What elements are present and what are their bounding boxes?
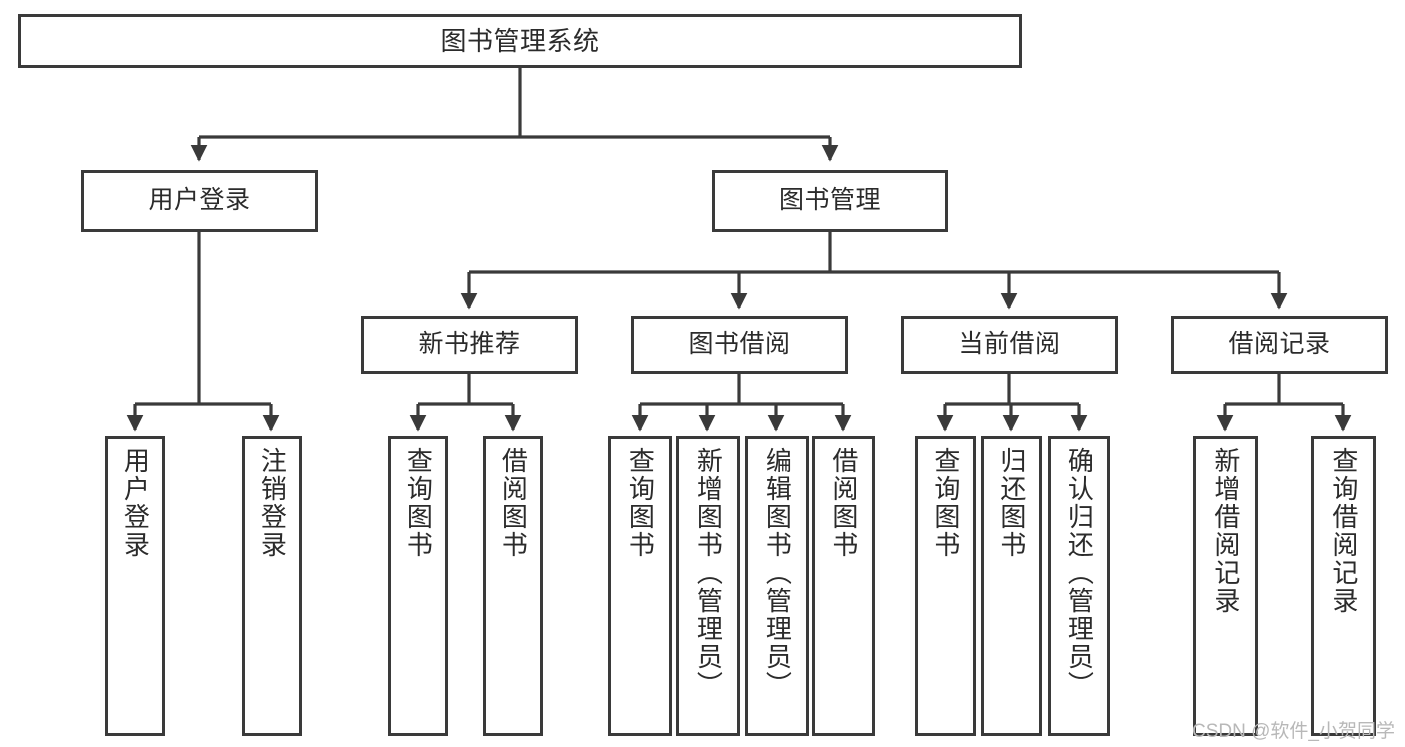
leaf-query-book-1[interactable]: 查询图书	[388, 436, 448, 736]
watermark: CSDN @软件_小贺同学	[1192, 721, 1395, 742]
leaf-add-book[interactable]: 新增图书（管理员）	[676, 436, 740, 736]
node-label: 确认归还（管理员）	[1064, 447, 1095, 699]
leaf-edit-book[interactable]: 编辑图书（管理员）	[745, 436, 809, 736]
leaf-query-book-3[interactable]: 查询图书	[915, 436, 976, 736]
leaf-return-book[interactable]: 归还图书	[981, 436, 1042, 736]
node-label: 图书管理系统	[440, 25, 600, 56]
node-label: 编辑图书（管理员）	[762, 447, 793, 699]
node-label: 图书借阅	[688, 330, 791, 359]
node-label: 当前借阅	[958, 330, 1061, 359]
leaf-borrow-book-1[interactable]: 借阅图书	[483, 436, 543, 736]
node-user-login[interactable]: 用户登录	[81, 170, 318, 232]
node-label: 查询图书	[930, 447, 961, 559]
node-label: 用户登录	[120, 447, 151, 559]
node-book-borrow[interactable]: 图书借阅	[631, 316, 848, 374]
node-label: 查询借阅记录	[1328, 447, 1359, 615]
leaf-borrow-book-2[interactable]: 借阅图书	[812, 436, 875, 736]
node-label: 图书管理	[778, 186, 881, 215]
leaf-query-record[interactable]: 查询借阅记录	[1311, 436, 1376, 736]
node-current-borrow[interactable]: 当前借阅	[901, 316, 1118, 374]
node-borrow-record[interactable]: 借阅记录	[1171, 316, 1388, 374]
node-label: 新书推荐	[418, 330, 521, 359]
leaf-query-book-2[interactable]: 查询图书	[608, 436, 672, 736]
node-label: 借阅图书	[828, 447, 859, 559]
node-book-management[interactable]: 图书管理	[712, 170, 948, 232]
node-label: 借阅图书	[498, 447, 529, 559]
node-label: 新增借阅记录	[1210, 447, 1241, 615]
node-label: 用户登录	[148, 186, 251, 215]
node-label: 借阅记录	[1228, 330, 1331, 359]
leaf-user-login[interactable]: 用户登录	[105, 436, 165, 736]
leaf-confirm-return[interactable]: 确认归还（管理员）	[1048, 436, 1110, 736]
leaf-logout[interactable]: 注销登录	[242, 436, 302, 736]
node-new-book-recommend[interactable]: 新书推荐	[361, 316, 578, 374]
node-label: 注销登录	[257, 447, 288, 559]
node-label: 归还图书	[996, 447, 1027, 559]
node-label: 查询图书	[625, 447, 656, 559]
node-root-system[interactable]: 图书管理系统	[18, 14, 1022, 68]
node-label: 新增图书（管理员）	[693, 447, 724, 699]
node-label: 查询图书	[403, 447, 434, 559]
leaf-add-record[interactable]: 新增借阅记录	[1193, 436, 1258, 736]
